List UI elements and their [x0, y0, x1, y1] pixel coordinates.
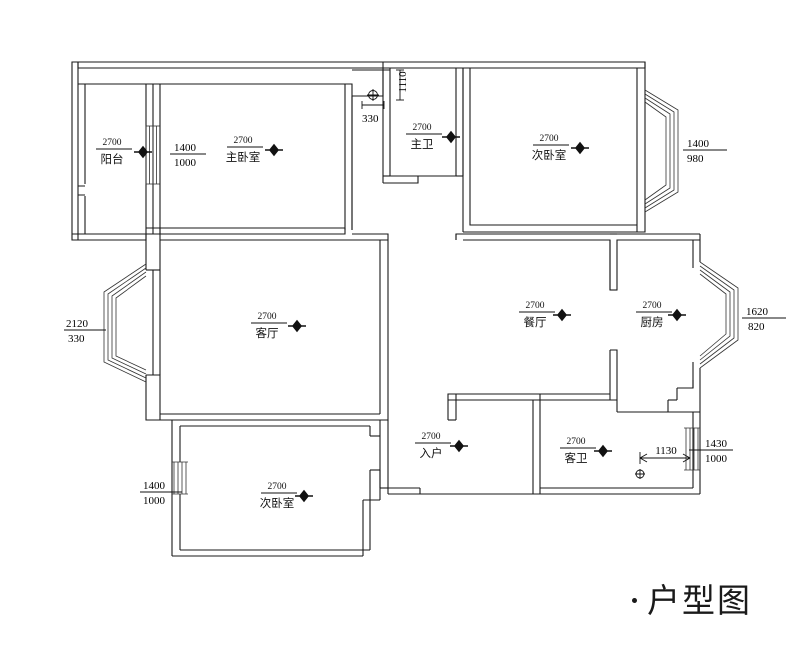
dimension-right-bay-middle: 1620 820: [746, 306, 769, 333]
corridor-walls: [72, 227, 700, 291]
dim-lower: 820: [748, 321, 765, 333]
ceiling-marker-icon: [450, 439, 468, 453]
room-outline-kitchen: [616, 234, 701, 413]
room-outline-dining-room: [447, 240, 618, 421]
bay-window-left: [103, 263, 147, 383]
room-label-master-bath: 2700 主卫: [406, 123, 442, 151]
room-label-living-room: 2700 客厅: [251, 312, 287, 340]
ceiling-marker-icon: [668, 308, 686, 322]
ceiling-marker-icon: [442, 130, 460, 144]
room-label-entrance: 2700 入户: [415, 432, 451, 460]
dimension-balcony-window: 1400 1000: [174, 142, 197, 169]
crosshair-circle-icon-2: [635, 469, 645, 479]
room-outline-guest-bath: [532, 400, 701, 495]
room-height-second-bedroom-bottom: 2700: [268, 482, 287, 492]
linear-dim-330: 330: [362, 113, 379, 125]
room-label-master-bedroom: 2700 主卧室: [226, 136, 263, 164]
room-name-balcony: 阳台: [101, 152, 124, 166]
dimension-right-bay-top: 1400 980: [687, 138, 710, 165]
page-title: 户型图: [647, 582, 752, 619]
linear-dimension-labels: 330 1110 1130: [362, 71, 677, 457]
room-name-second-bedroom-bottom: 次卧室: [260, 496, 295, 510]
title-bullet-icon: [632, 598, 637, 603]
ceiling-marker-icon: [571, 141, 589, 155]
bay-window-right-middle: [699, 261, 739, 369]
room-name-master-bath: 主卫: [411, 138, 434, 151]
room-label-second-bedroom-top: 2700 次卧室: [532, 134, 569, 162]
dim-upper: 2120: [66, 318, 89, 330]
linear-dim-1110: 1110: [397, 71, 409, 93]
room-height-dining-room: 2700: [526, 301, 545, 311]
dimension-left-bay: 2120 330: [66, 318, 89, 345]
room-label-second-bedroom-bottom: 2700 次卧室: [260, 482, 297, 510]
ceiling-marker-icon: [594, 444, 612, 458]
room-name-dining-room: 餐厅: [524, 315, 547, 329]
room-outline-second-bedroom-bottom: [171, 419, 381, 557]
room-outline-entrance: [379, 420, 533, 495]
linear-dim-1130: 1130: [655, 445, 677, 457]
window-guest-bath: [684, 427, 700, 471]
crosshair-circle-icon: [367, 89, 379, 101]
room-label-guest-bath: 2700 客卫: [560, 437, 596, 465]
dimension-bottom-bedroom-window: 1400 1000: [143, 480, 166, 507]
dim-upper: 1400: [143, 480, 166, 492]
room-height-entrance: 2700: [422, 432, 441, 442]
room-height-living-room: 2700: [258, 312, 277, 322]
bay-window-top-right: [644, 89, 679, 213]
dim-upper: 1400: [687, 138, 710, 150]
room-label-dining-room: 2700 餐厅: [519, 301, 555, 329]
room-label-kitchen: 2700 厨房: [636, 301, 672, 329]
room-height-master-bedroom: 2700: [234, 136, 253, 146]
room-labels: 2700 阳台 2700 主卧室 2700 主卫 2700 次卧室 2700: [96, 123, 672, 510]
dim-lower: 330: [68, 333, 85, 345]
window-bottom-bedroom: [172, 461, 188, 495]
room-label-balcony: 2700 阳台: [96, 138, 132, 166]
dim-upper: 1430: [705, 438, 728, 450]
ceiling-marker-icon: [553, 308, 571, 322]
room-name-entrance: 入户: [420, 446, 443, 460]
dimension-labels: 1400 1000 1400 980 2120 330 1620 820 143…: [66, 138, 769, 507]
room-height-guest-bath: 2700: [567, 437, 586, 447]
room-height-master-bath: 2700: [413, 123, 432, 133]
dim-lower: 1000: [174, 157, 197, 169]
room-name-kitchen: 厨房: [641, 316, 664, 329]
room-name-master-bedroom: 主卧室: [226, 150, 261, 164]
room-height-kitchen: 2700: [643, 301, 662, 311]
room-height-second-bedroom-top: 2700: [540, 134, 559, 144]
room-name-living-room: 客厅: [256, 326, 279, 340]
dimension-leaders: [64, 69, 786, 493]
room-name-second-bedroom-top: 次卧室: [532, 148, 567, 162]
dim-upper: 1400: [174, 142, 197, 154]
room-outline-second-bedroom-top: [462, 62, 646, 233]
ceiling-marker-icon: [295, 489, 313, 503]
window-balcony-partition: [145, 125, 161, 185]
room-name-guest-bath: 客卫: [565, 451, 588, 465]
ceiling-height-markers: [134, 130, 686, 503]
dim-lower: 1000: [705, 453, 728, 465]
dim-lower: 1000: [143, 495, 166, 507]
dim-upper: 1620: [746, 306, 769, 318]
room-height-balcony: 2700: [103, 138, 122, 148]
dim-lower: 980: [687, 153, 704, 165]
dimension-guest-bath-window: 1430 1000: [705, 438, 728, 465]
ceiling-marker-icon: [134, 145, 152, 159]
ceiling-marker-icon: [288, 319, 306, 333]
ceiling-marker-icon: [265, 143, 283, 157]
title-block: 户型图: [632, 584, 752, 617]
